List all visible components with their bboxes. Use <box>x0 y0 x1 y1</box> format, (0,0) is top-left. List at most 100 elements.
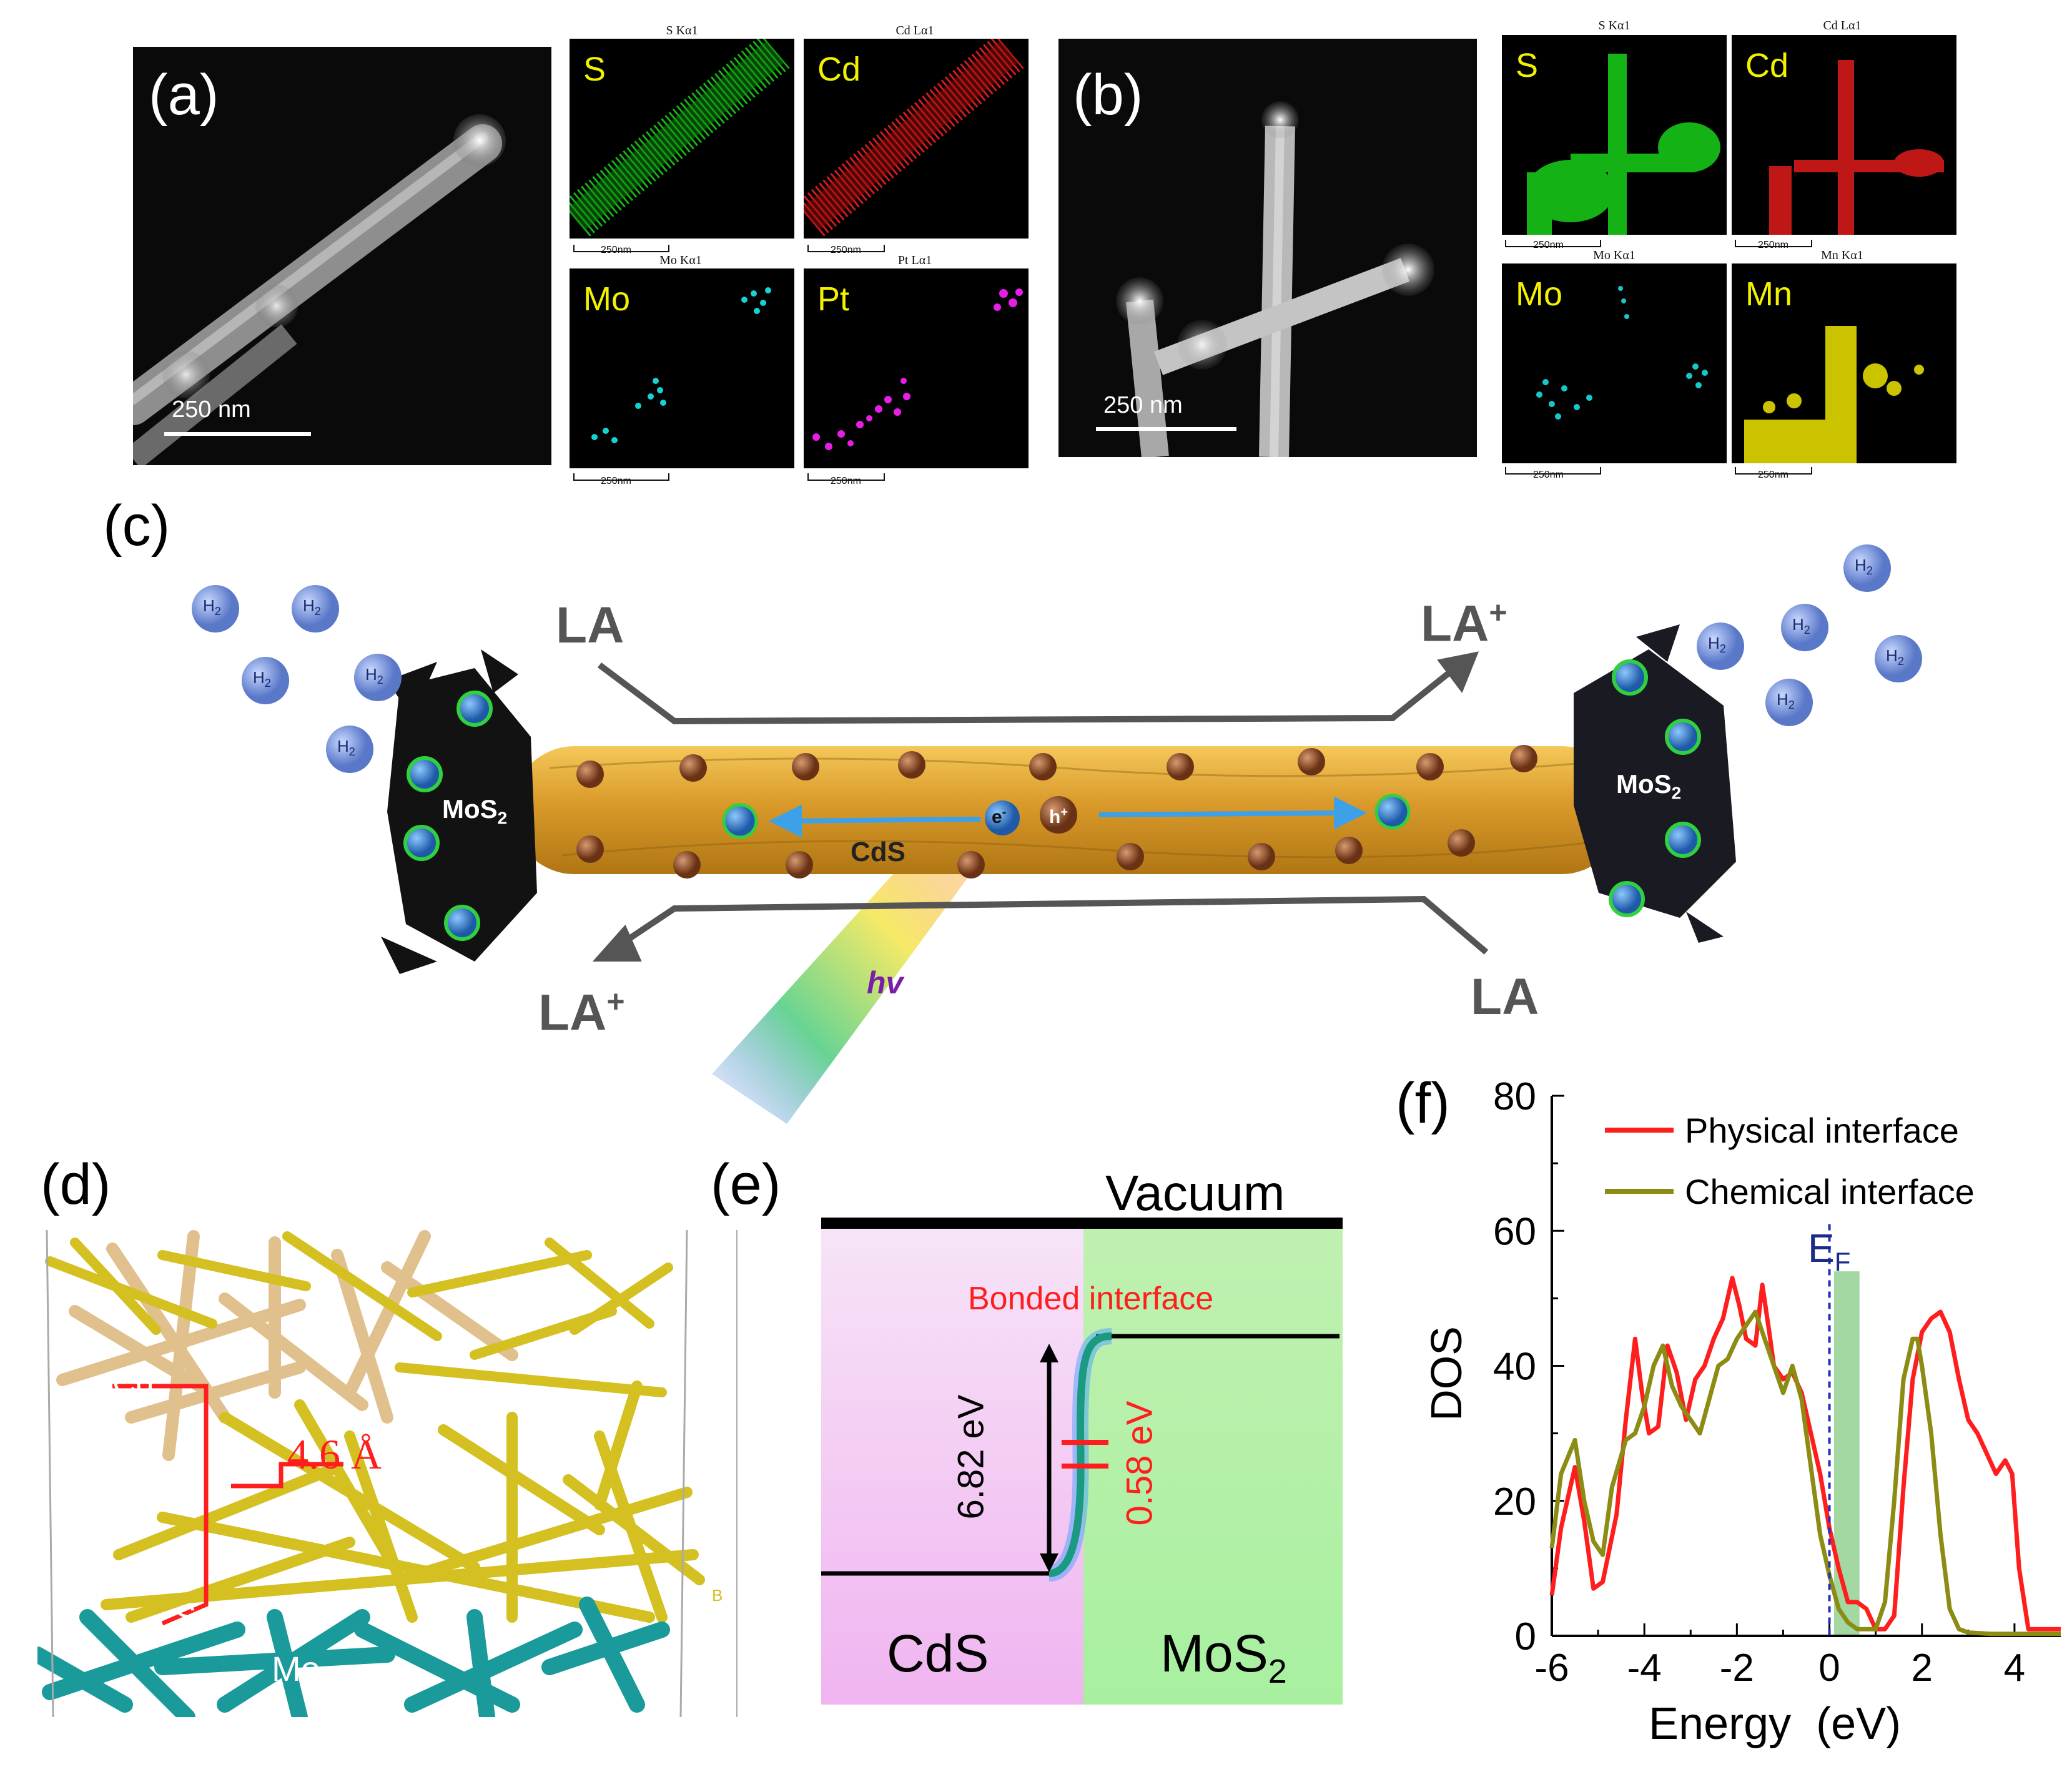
panel-a-map-pt-scale: 250nm <box>831 476 861 486</box>
electron-label: e- <box>992 805 1006 828</box>
panel-e-band-diagram: Vacuum Bonded interface 6.82 eV 0.58 eV … <box>818 1165 1343 1711</box>
h2-sub: 2 <box>1866 564 1873 578</box>
panel-a-scale-label: 250 nm <box>172 396 251 423</box>
energy-axis-text: Energy <box>1649 1699 1792 1749</box>
panel-a-map-s-element: S <box>583 51 606 88</box>
panel-a-map-cd-pattern <box>804 39 1024 237</box>
panel-b-map-mn-scale: 250nm <box>1758 470 1788 480</box>
hole-label: h+ <box>1049 805 1068 828</box>
panel-b-map-mo-scale: 250nm <box>1533 470 1564 480</box>
panel-a-map-s-pattern <box>570 39 790 237</box>
panel-a-map-s-title: S Kα1 <box>666 24 698 37</box>
h2-text: H <box>303 596 315 615</box>
h2-label: H2 <box>1855 556 1873 578</box>
mos2-material-label: MoS2 <box>1160 1623 1287 1691</box>
hole-sup: + <box>1060 805 1068 819</box>
mos2-left-text: MoS <box>442 794 498 824</box>
panel-b-scale-label: 250 nm <box>1103 392 1183 418</box>
la-top-right: LA+ <box>1421 594 1507 653</box>
panel-b-map-s-pattern <box>1527 54 1720 235</box>
panel-b-map-mn-title: Mn Kα1 <box>1821 249 1863 262</box>
panel-b-label: (b) <box>1073 63 1143 127</box>
panel-b-map-s-scale: 250nm <box>1533 240 1564 250</box>
panel-a-map-pt-pattern <box>812 288 1023 450</box>
x-tick-label: -2 <box>1720 1646 1754 1690</box>
h2-text: H <box>203 596 215 615</box>
panel-a-map-pt-title: Pt Lα1 <box>897 253 932 267</box>
mos2-right-label: MoS2 <box>1616 769 1681 803</box>
mos2-left-sub: 2 <box>497 808 508 828</box>
h2-text: H <box>1855 556 1867 574</box>
gap-6-82-label: 6.82 eV <box>950 1394 992 1520</box>
panel-b-map-mo: Mo <box>1502 263 1727 463</box>
h2-label: H2 <box>1886 646 1904 668</box>
y-tick-label: 0 <box>1515 1615 1536 1658</box>
panel-b-map-mn: Mn <box>1732 263 1956 463</box>
electron-sup: - <box>1002 805 1007 819</box>
panel-a-map-mo-scalebar <box>573 473 669 481</box>
panel-a-map-mo-element: Mo <box>583 280 631 318</box>
electrons-on-mos2 <box>403 659 1701 941</box>
la-top-left: LA <box>556 597 624 654</box>
panel-b-sem-image: 250 nm <box>1058 39 1477 457</box>
y-tick-label: 20 <box>1493 1480 1536 1523</box>
panel-a-map-mo-pattern <box>591 287 771 443</box>
vacuum-level-line <box>821 1218 1343 1229</box>
y-tick-label: 40 <box>1493 1346 1536 1389</box>
hv-label: hv <box>867 965 904 1000</box>
gap-0-58-label: 0.58 eV <box>1119 1400 1160 1526</box>
panel-a-map-mo: Mo <box>570 268 794 468</box>
h2-label: H2 <box>365 665 383 687</box>
dos-axis-label: DOS <box>1421 1326 1471 1421</box>
h2-text: H <box>1792 615 1804 634</box>
la-bottom-left-sup: + <box>606 984 625 1019</box>
h2-label: H2 <box>1708 634 1726 656</box>
panel-a-map-cd-scale: 250nm <box>831 245 861 255</box>
panel-b-map-cd-title: Cd Lα1 <box>1823 19 1862 32</box>
h2-label: H2 <box>303 596 321 618</box>
mos2-left-label: MoS2 <box>442 794 507 828</box>
panel-a-map-mo-scale: 250nm <box>601 476 631 486</box>
panel-f-label: (f) <box>1396 1071 1450 1135</box>
gap-band <box>1833 1271 1860 1636</box>
h2-text: H <box>365 665 377 684</box>
panel-b-map-cd-pattern <box>1769 60 1944 235</box>
panel-a-map-pt-scalebar <box>807 473 885 481</box>
h2-sub: 2 <box>214 605 221 618</box>
x-tick-label: 2 <box>1911 1646 1932 1690</box>
legend-entry: Physical interface <box>1685 1111 1959 1150</box>
panel-a-nanorod-drawing <box>133 114 506 465</box>
fermi-level-label: EF <box>1808 1225 1850 1277</box>
h2-label: H2 <box>203 596 221 618</box>
h2-sub: 2 <box>1788 699 1795 712</box>
vacuum-label: Vacuum <box>1105 1165 1285 1221</box>
mos2-material-text: MoS <box>1160 1624 1268 1683</box>
energy-axis-unit: (eV) <box>1816 1699 1902 1749</box>
light-beam <box>712 805 1012 1124</box>
la-top-right-text: LA <box>1421 595 1489 652</box>
y-tick-label: 60 <box>1493 1210 1536 1253</box>
panel-d-label: (d) <box>41 1153 111 1216</box>
cds-label: CdS <box>851 837 905 867</box>
h2-molecules <box>192 544 1922 773</box>
x-tick-label: -4 <box>1627 1646 1662 1690</box>
series-line-chemical-interface <box>1549 1309 2061 1637</box>
panel-a-map-pt-element: Pt <box>817 280 850 318</box>
panel-b-map-mo-title: Mo Kα1 <box>1593 249 1635 262</box>
panel-a-map-cd-title: Cd Lα1 <box>895 24 934 37</box>
panel-b-map-mo-element: Mo <box>1516 275 1563 313</box>
x-tick-label: 4 <box>2004 1646 2025 1690</box>
panel-a-map-s-scale: 250nm <box>601 245 631 255</box>
panel-a-map-cd-element: Cd <box>817 51 861 88</box>
h2-sub: 2 <box>377 674 383 687</box>
cd-atom-label: Cd <box>112 1365 154 1401</box>
series-line-physical-interface <box>1549 1276 2061 1632</box>
mos2-right-sub: 2 <box>1671 783 1682 803</box>
panel-b-map-s-title: S Kα1 <box>1598 19 1630 32</box>
panel-b-map-s-element: S <box>1516 47 1539 84</box>
legend-entry: Chemical interface <box>1685 1172 1975 1211</box>
bonded-interface-curve <box>1048 1332 1112 1577</box>
panel-c-illustration <box>192 544 1922 1124</box>
h2-sub: 2 <box>1719 642 1726 656</box>
